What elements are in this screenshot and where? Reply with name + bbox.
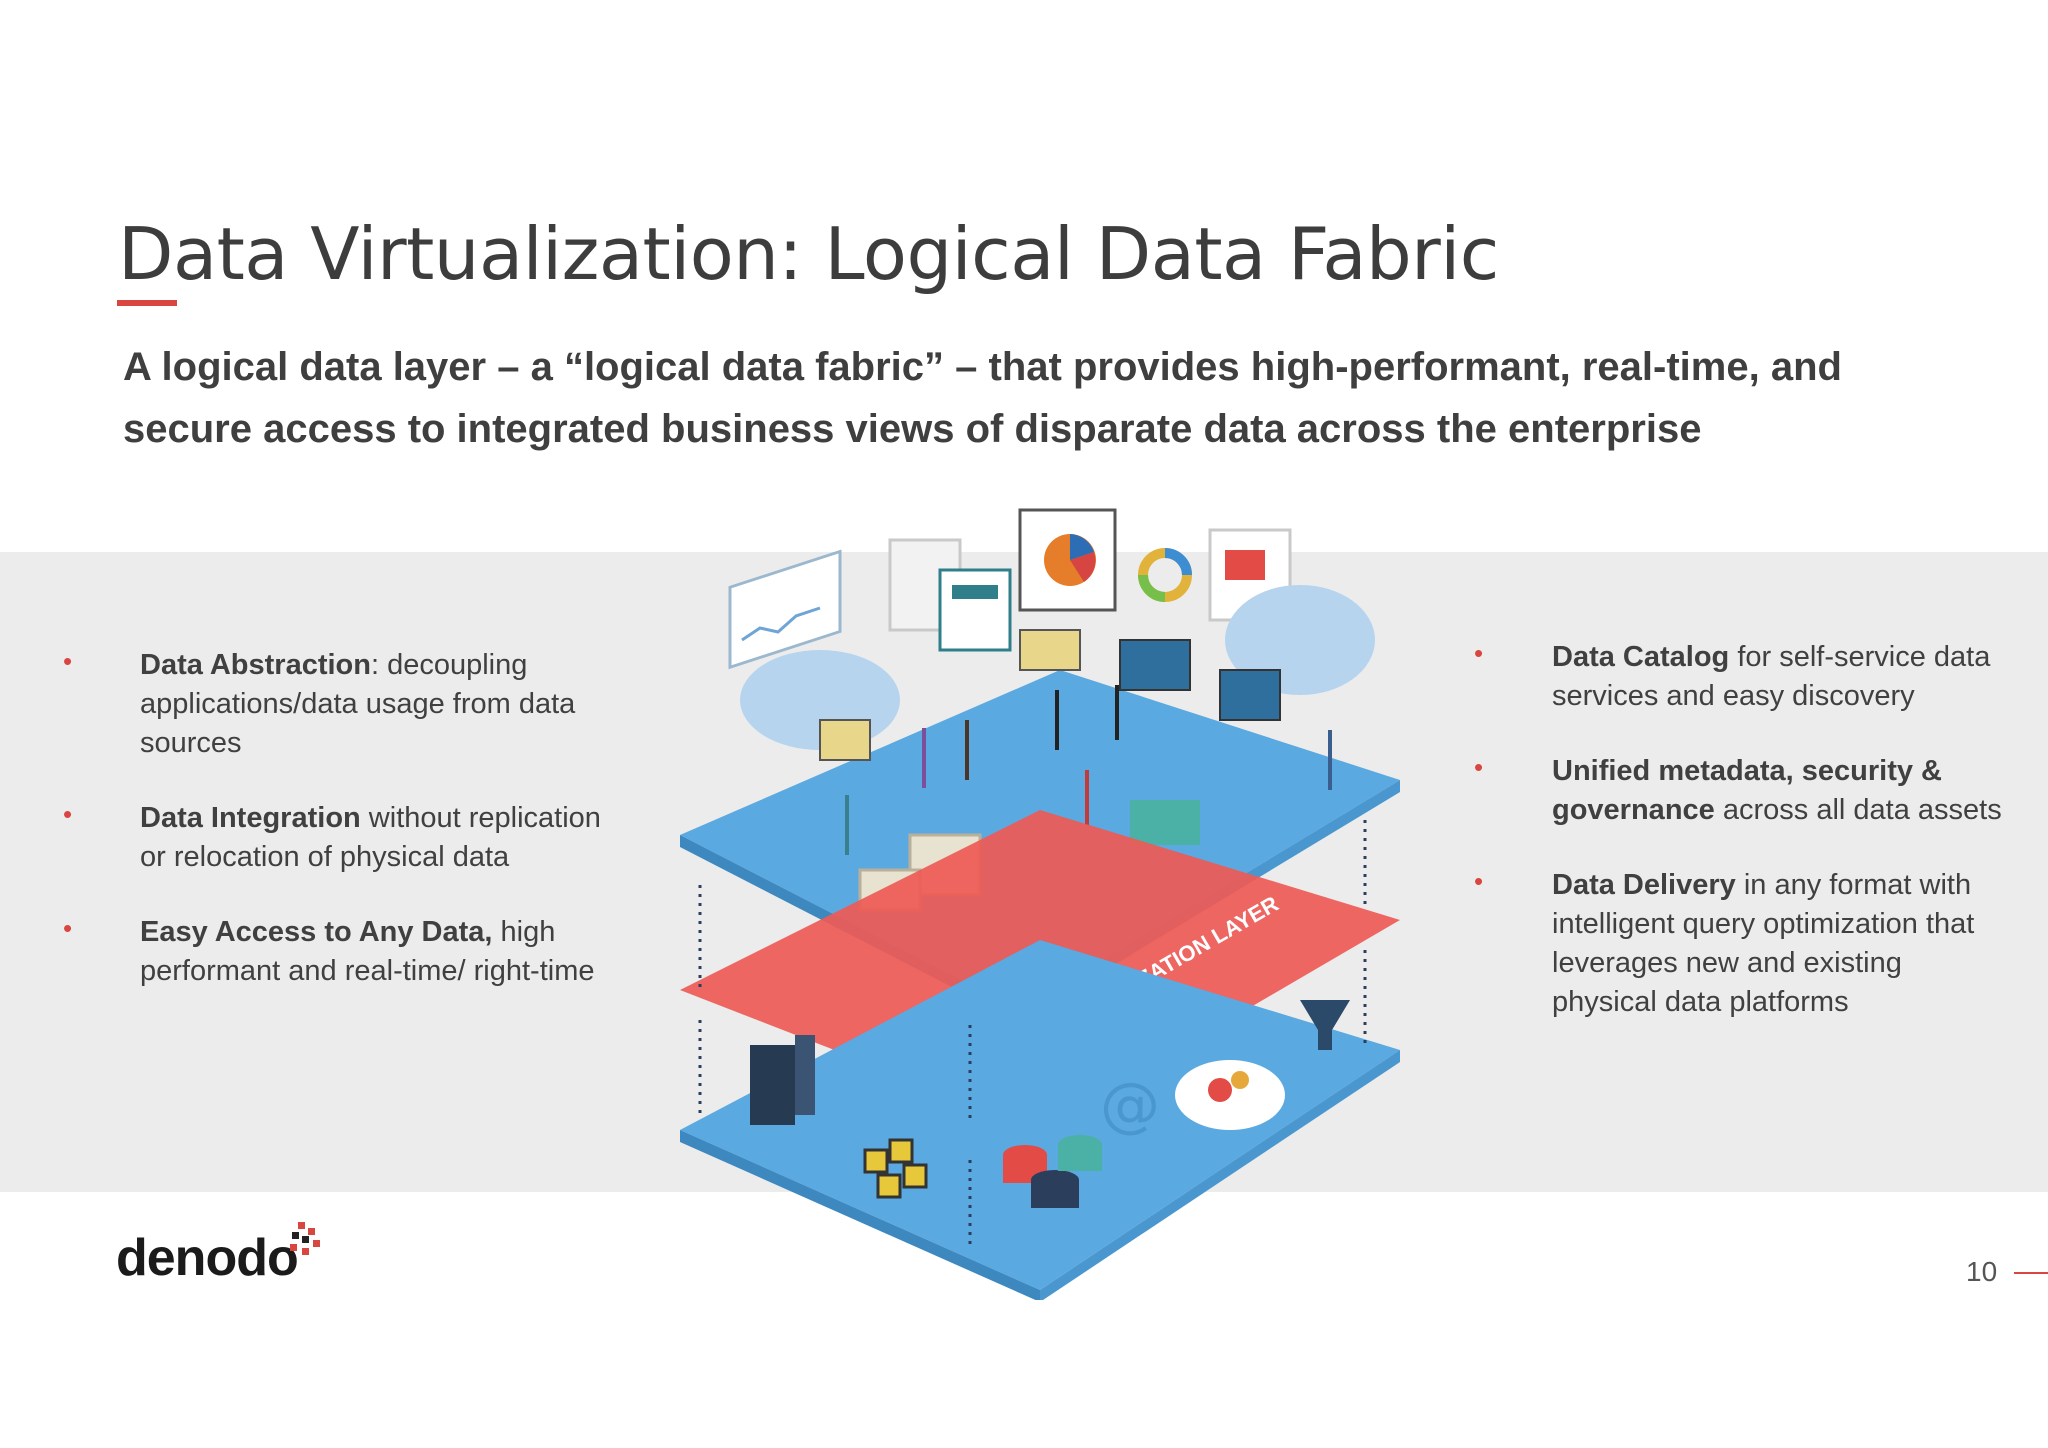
bullet-bold: Data Integration <box>140 802 361 834</box>
bullet-bold: Unified metadata, security & governance <box>1552 755 1942 826</box>
bullet-easy-access: • Easy Access to Any Data, high performa… <box>63 913 620 991</box>
denodo-logo-mark-icon <box>290 1222 320 1255</box>
title-underline <box>117 300 177 306</box>
bullet-dot-icon: • <box>63 913 73 943</box>
bullet-data-delivery: • Data Delivery in any format with intel… <box>1474 866 2012 1022</box>
bullet-text: : decoupling applications/data usage fro… <box>140 649 576 759</box>
floating-dashboards <box>728 508 1292 670</box>
layer-arrows <box>698 820 1367 1250</box>
slide-subtitle: A logical data layer – a “logical data f… <box>123 345 1842 451</box>
bullet-text: without replication or relocation of phy… <box>140 802 601 873</box>
page-number: 10 <box>1966 1256 1998 1287</box>
denodo-logo: denodo <box>116 1229 299 1287</box>
slide-title: Data Virtualization: Logical Data Fabric <box>118 212 1499 296</box>
cloud-icon <box>1225 585 1375 695</box>
bullet-data-integration: • Data Integration without replication o… <box>63 799 620 877</box>
bullet-dot-icon: • <box>63 799 73 829</box>
bullet-data-abstraction: • Data Abstraction: decoupling applicati… <box>63 646 620 763</box>
bullet-dot-icon: • <box>1474 638 1484 668</box>
server-icon <box>750 1045 795 1125</box>
logical-data-fabric-illustration: DATA VIRTUALIZATION LAYER @ <box>680 508 1400 1300</box>
bottom-platform <box>680 940 1400 1290</box>
bullet-unified-metadata: • Unified metadata, security & governanc… <box>1474 752 2012 830</box>
right-bullet-list: • Data Catalog for self-service data ser… <box>1474 638 2012 1058</box>
bullet-text: for self-service data services and easy … <box>1552 641 1991 712</box>
at-sign-icon: @ <box>1100 1070 1160 1140</box>
page-number-accent <box>2014 1272 2048 1274</box>
bullet-dot-icon: • <box>1474 866 1484 896</box>
bullet-bold: Easy Access to Any Data, <box>140 916 493 948</box>
database-icon <box>1003 1135 1102 1208</box>
bullet-bold: Data Abstraction <box>140 649 371 681</box>
funnel-icon <box>1300 1000 1350 1050</box>
bullet-text: high performant and real-time/ right-tim… <box>140 916 595 987</box>
cubes-icon <box>863 1138 928 1199</box>
bullet-dot-icon: • <box>1474 752 1484 782</box>
bullet-dot-icon: • <box>63 646 73 676</box>
left-bullet-list: • Data Abstraction: decoupling applicati… <box>63 646 620 1027</box>
bullet-data-catalog: • Data Catalog for self-service data ser… <box>1474 638 2012 716</box>
data-sources: @ <box>750 1000 1350 1208</box>
bullet-text: in any format with intelligent query opt… <box>1552 869 1975 1018</box>
bullet-bold: Data Catalog <box>1552 641 1730 673</box>
bullet-text: across all data assets <box>1714 794 2002 826</box>
bullet-bold: Data Delivery <box>1552 869 1736 901</box>
